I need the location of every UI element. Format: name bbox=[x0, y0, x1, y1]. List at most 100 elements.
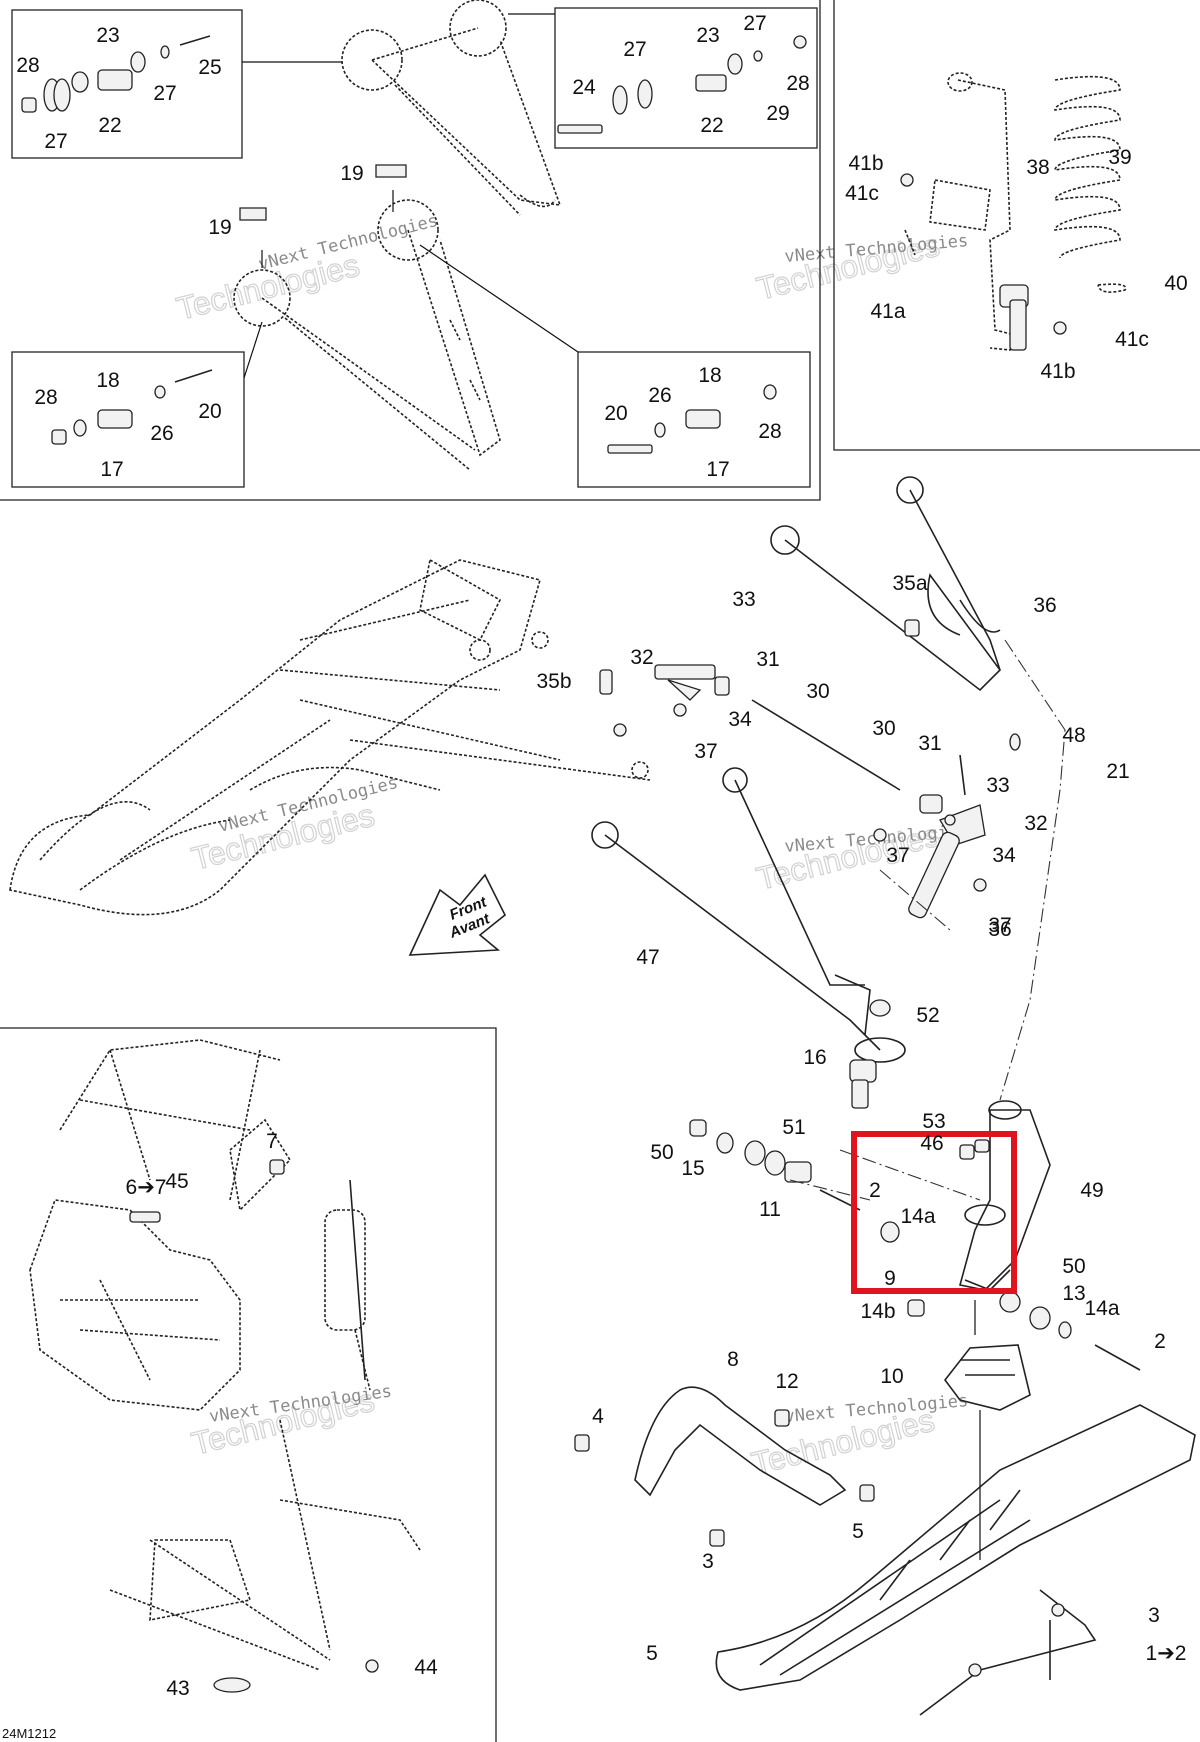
callout-19: 19 bbox=[340, 162, 363, 185]
callout-14a: 14a bbox=[900, 1205, 935, 1228]
callout-26: 26 bbox=[648, 384, 671, 407]
callout-21: 21 bbox=[1106, 760, 1129, 783]
inset-box-lower-front bbox=[577, 351, 811, 488]
callout-32: 32 bbox=[630, 646, 653, 669]
callout-37: 37 bbox=[886, 844, 909, 867]
callout-28: 28 bbox=[34, 386, 57, 409]
callout-27: 27 bbox=[44, 130, 67, 153]
dashdot-guide-lines bbox=[789, 639, 1066, 1201]
callout-30: 30 bbox=[806, 680, 829, 703]
inset-box-upper-rear bbox=[11, 9, 243, 159]
callout-51: 51 bbox=[782, 1116, 805, 1139]
callout-33: 33 bbox=[986, 774, 1009, 797]
callout-31: 31 bbox=[756, 648, 779, 671]
callout-49: 49 bbox=[1080, 1179, 1103, 1202]
chassis-frame bbox=[9, 558, 651, 916]
callout-50: 50 bbox=[650, 1141, 673, 1164]
callout-9: 9 bbox=[884, 1267, 896, 1290]
callout-47: 47 bbox=[636, 946, 659, 969]
callout-52: 52 bbox=[916, 1004, 939, 1027]
callout-36: 36 bbox=[1033, 594, 1056, 617]
callout-41b: 41b bbox=[848, 152, 883, 175]
callout-43: 43 bbox=[166, 1677, 189, 1700]
lower-a-arm-detail bbox=[233, 164, 579, 471]
spring-detail bbox=[1054, 75, 1127, 293]
callout-11: 11 bbox=[759, 1198, 781, 1221]
ski-runner bbox=[919, 1589, 1097, 1716]
inset-hardware bbox=[21, 35, 807, 454]
callout-10: 10 bbox=[880, 1365, 903, 1388]
callout-16: 16 bbox=[803, 1046, 826, 1069]
callout-37: 37 bbox=[694, 740, 717, 763]
callout-24: 24 bbox=[572, 76, 596, 99]
callout-40: 40 bbox=[1164, 272, 1187, 295]
callout-25: 25 bbox=[198, 56, 221, 79]
callout-3: 3 bbox=[702, 1550, 714, 1573]
drawing-code: 24M1212 bbox=[2, 1726, 56, 1741]
callout-14b: 14b bbox=[860, 1300, 895, 1323]
highlight-box bbox=[851, 1131, 1017, 1294]
callout-35a: 35a bbox=[892, 572, 927, 595]
callout-3: 3 bbox=[1148, 1604, 1160, 1627]
watermarks: Technologies vNext Technologies Technolo… bbox=[172, 211, 969, 1483]
callout-34: 34 bbox=[992, 844, 1016, 867]
callout-18: 18 bbox=[96, 369, 119, 392]
callout-33: 33 bbox=[732, 588, 755, 611]
callout-5: 5 bbox=[852, 1520, 864, 1543]
callout-2: 2 bbox=[1154, 1330, 1166, 1353]
callout-27: 27 bbox=[743, 12, 766, 35]
callout-7: 7 bbox=[266, 1130, 278, 1153]
callout-19: 19 bbox=[208, 216, 231, 239]
upper-a-arm-detail bbox=[242, 0, 562, 216]
callout-5: 5 bbox=[646, 1642, 658, 1665]
callout-1➔2: 1➔2 bbox=[1146, 1642, 1187, 1665]
callout-22: 22 bbox=[98, 114, 121, 137]
callout-38: 38 bbox=[1026, 156, 1049, 179]
callout-30: 30 bbox=[872, 717, 895, 740]
shock-absorber-detail bbox=[900, 72, 1067, 351]
callout-14a: 14a bbox=[1084, 1297, 1119, 1320]
callout-41c: 41c bbox=[845, 182, 879, 205]
spindle-bushings-and-bolts bbox=[689, 1119, 1141, 1371]
callout-46: 46 bbox=[920, 1132, 943, 1155]
callout-6➔7: 6➔7 bbox=[126, 1176, 167, 1199]
callout-50: 50 bbox=[1062, 1255, 1085, 1278]
callout-37: 37 bbox=[988, 914, 1011, 937]
ski-handle bbox=[574, 1386, 875, 1547]
callout-17: 17 bbox=[100, 458, 123, 481]
callout-45: 45 bbox=[165, 1170, 188, 1193]
callout-4: 4 bbox=[592, 1405, 604, 1428]
callout-35b: 35b bbox=[536, 670, 571, 693]
upper-a-arm bbox=[770, 476, 1021, 751]
callout-32: 32 bbox=[1024, 812, 1047, 835]
callout-17: 17 bbox=[706, 458, 729, 481]
callout-12: 12 bbox=[775, 1370, 798, 1393]
callout-27: 27 bbox=[153, 82, 176, 105]
callout-15: 15 bbox=[681, 1157, 704, 1180]
callout-39: 39 bbox=[1108, 146, 1131, 169]
inset-box-upper-front bbox=[554, 7, 818, 149]
callout-2: 2 bbox=[869, 1179, 881, 1202]
callout-28: 28 bbox=[786, 72, 809, 95]
callout-26: 26 bbox=[150, 422, 173, 445]
callout-29: 29 bbox=[766, 102, 789, 125]
sway-bar-linkage bbox=[599, 664, 987, 919]
callout-28: 28 bbox=[758, 420, 781, 443]
bottom-left-inset-chassis bbox=[29, 1039, 421, 1693]
callout-20: 20 bbox=[198, 400, 221, 423]
callout-53: 53 bbox=[922, 1110, 945, 1133]
callout-41b: 41b bbox=[1040, 360, 1075, 383]
callout-20: 20 bbox=[604, 402, 627, 425]
callout-41c: 41c bbox=[1115, 328, 1149, 351]
callout-48: 48 bbox=[1062, 724, 1085, 747]
callout-27: 27 bbox=[623, 38, 646, 61]
callout-22: 22 bbox=[700, 114, 723, 137]
front-direction-arrow: Front Avant bbox=[408, 873, 507, 956]
top-right-frame bbox=[833, 0, 1200, 451]
callout-44: 44 bbox=[414, 1656, 438, 1679]
spindle-assembly bbox=[959, 1100, 1051, 1291]
callout-8: 8 bbox=[727, 1348, 739, 1371]
